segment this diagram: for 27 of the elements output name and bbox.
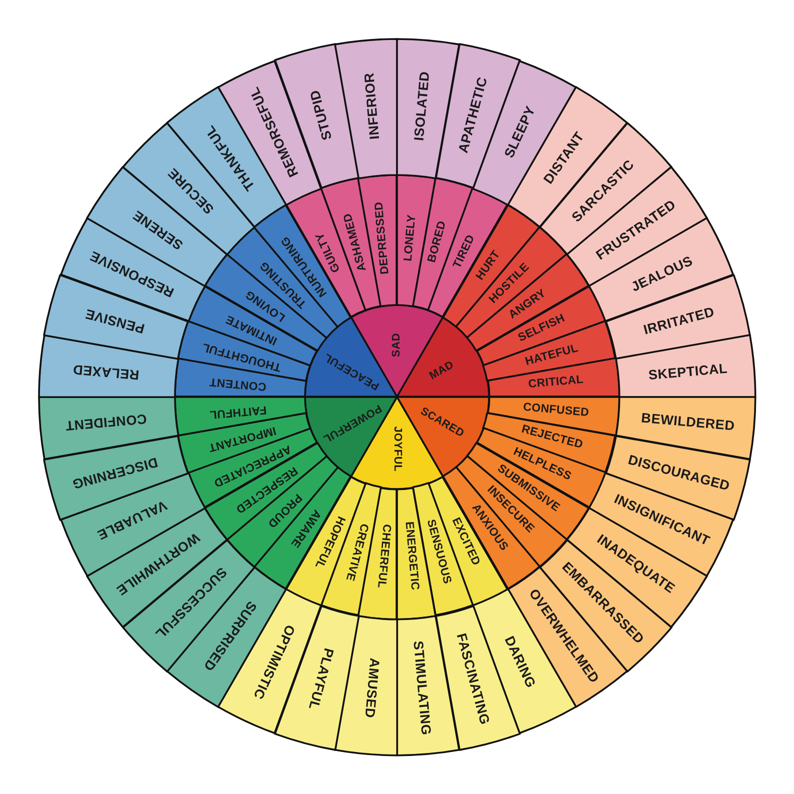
emotion-label: AMUSED [362, 657, 381, 718]
emotion-label: CONTENT [208, 374, 266, 392]
emotion-label: ISOLATED [412, 70, 432, 142]
emotion-label: CONFIDENT [64, 412, 148, 433]
wheel-segment [334, 38, 398, 180]
emotion-label: BEWILDERED [640, 412, 736, 434]
emotion-label: STIMULATING [412, 640, 434, 736]
emotion-label: STUPID [308, 88, 335, 142]
emotion-label: DEPRESSED [374, 200, 392, 274]
wheel-segment [304, 316, 398, 398]
emotion-label: SKEPTICAL [648, 361, 728, 382]
emotion-label: BORED [427, 220, 450, 264]
emotion-label: LONELY [403, 214, 419, 262]
emotion-label: ENERGETIC [402, 522, 420, 592]
emotion-label: CHEERFUL [374, 524, 392, 589]
emotion-label: INFERIOR [362, 72, 382, 140]
emotion-label: JOYFUL [392, 426, 402, 472]
emotion-label: CRITICAL [528, 374, 584, 392]
emotion-label: CONFUSED [522, 402, 590, 420]
emotion-label: SAD [392, 332, 402, 358]
wheel-segment [334, 614, 398, 756]
emotion-label: MAD [428, 360, 456, 382]
emotion-label: RELAXED [72, 362, 140, 382]
emotion-label: FAITHFUL [208, 402, 267, 420]
wheel-segment [614, 334, 756, 398]
wheel-segment [396, 38, 460, 180]
wheel-segment [38, 334, 180, 398]
